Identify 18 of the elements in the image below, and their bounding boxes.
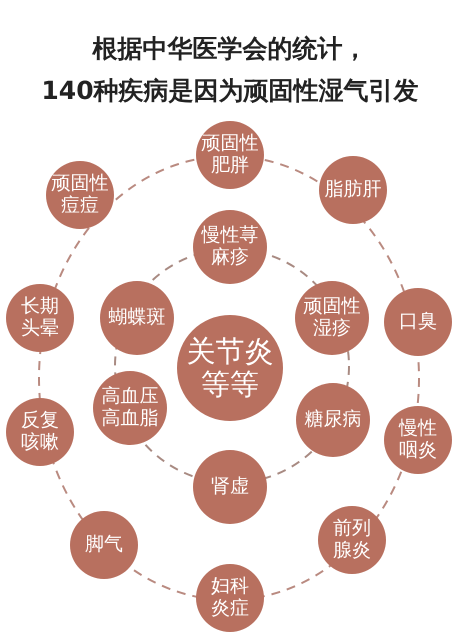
disease-circle: 前列腺炎 [318, 506, 386, 574]
disease-circle: 顽固性痘痘 [46, 161, 114, 229]
disease-circle: 脂肪肝 [319, 156, 387, 224]
disease-circle: 长期头晕 [6, 284, 74, 352]
disease-circle: 妇科炎症 [196, 564, 264, 632]
disease-circle: 高血压高血脂 [93, 371, 167, 445]
title-text: 根据中华医学会的统计，140种疾病是因为顽固性湿气引发 [40, 33, 420, 107]
disease-circle: 脚气 [70, 511, 138, 579]
disease-circle: 慢性荨麻疹 [193, 210, 267, 284]
disease-circle: 顽固性肥胖 [196, 121, 264, 189]
disease-circle: 口臭 [384, 288, 452, 356]
disease-circle: 反复咳嗽 [6, 398, 74, 466]
disease-circle: 糖尿病 [296, 383, 370, 457]
disease-circle: 蝴蝶斑 [100, 281, 174, 355]
disease-circle: 关节炎等等 [177, 315, 283, 421]
disease-circle: 肾虚 [193, 450, 267, 524]
disease-circle: 慢性咽炎 [384, 406, 452, 474]
disease-circle: 顽固性湿疹 [295, 281, 369, 355]
